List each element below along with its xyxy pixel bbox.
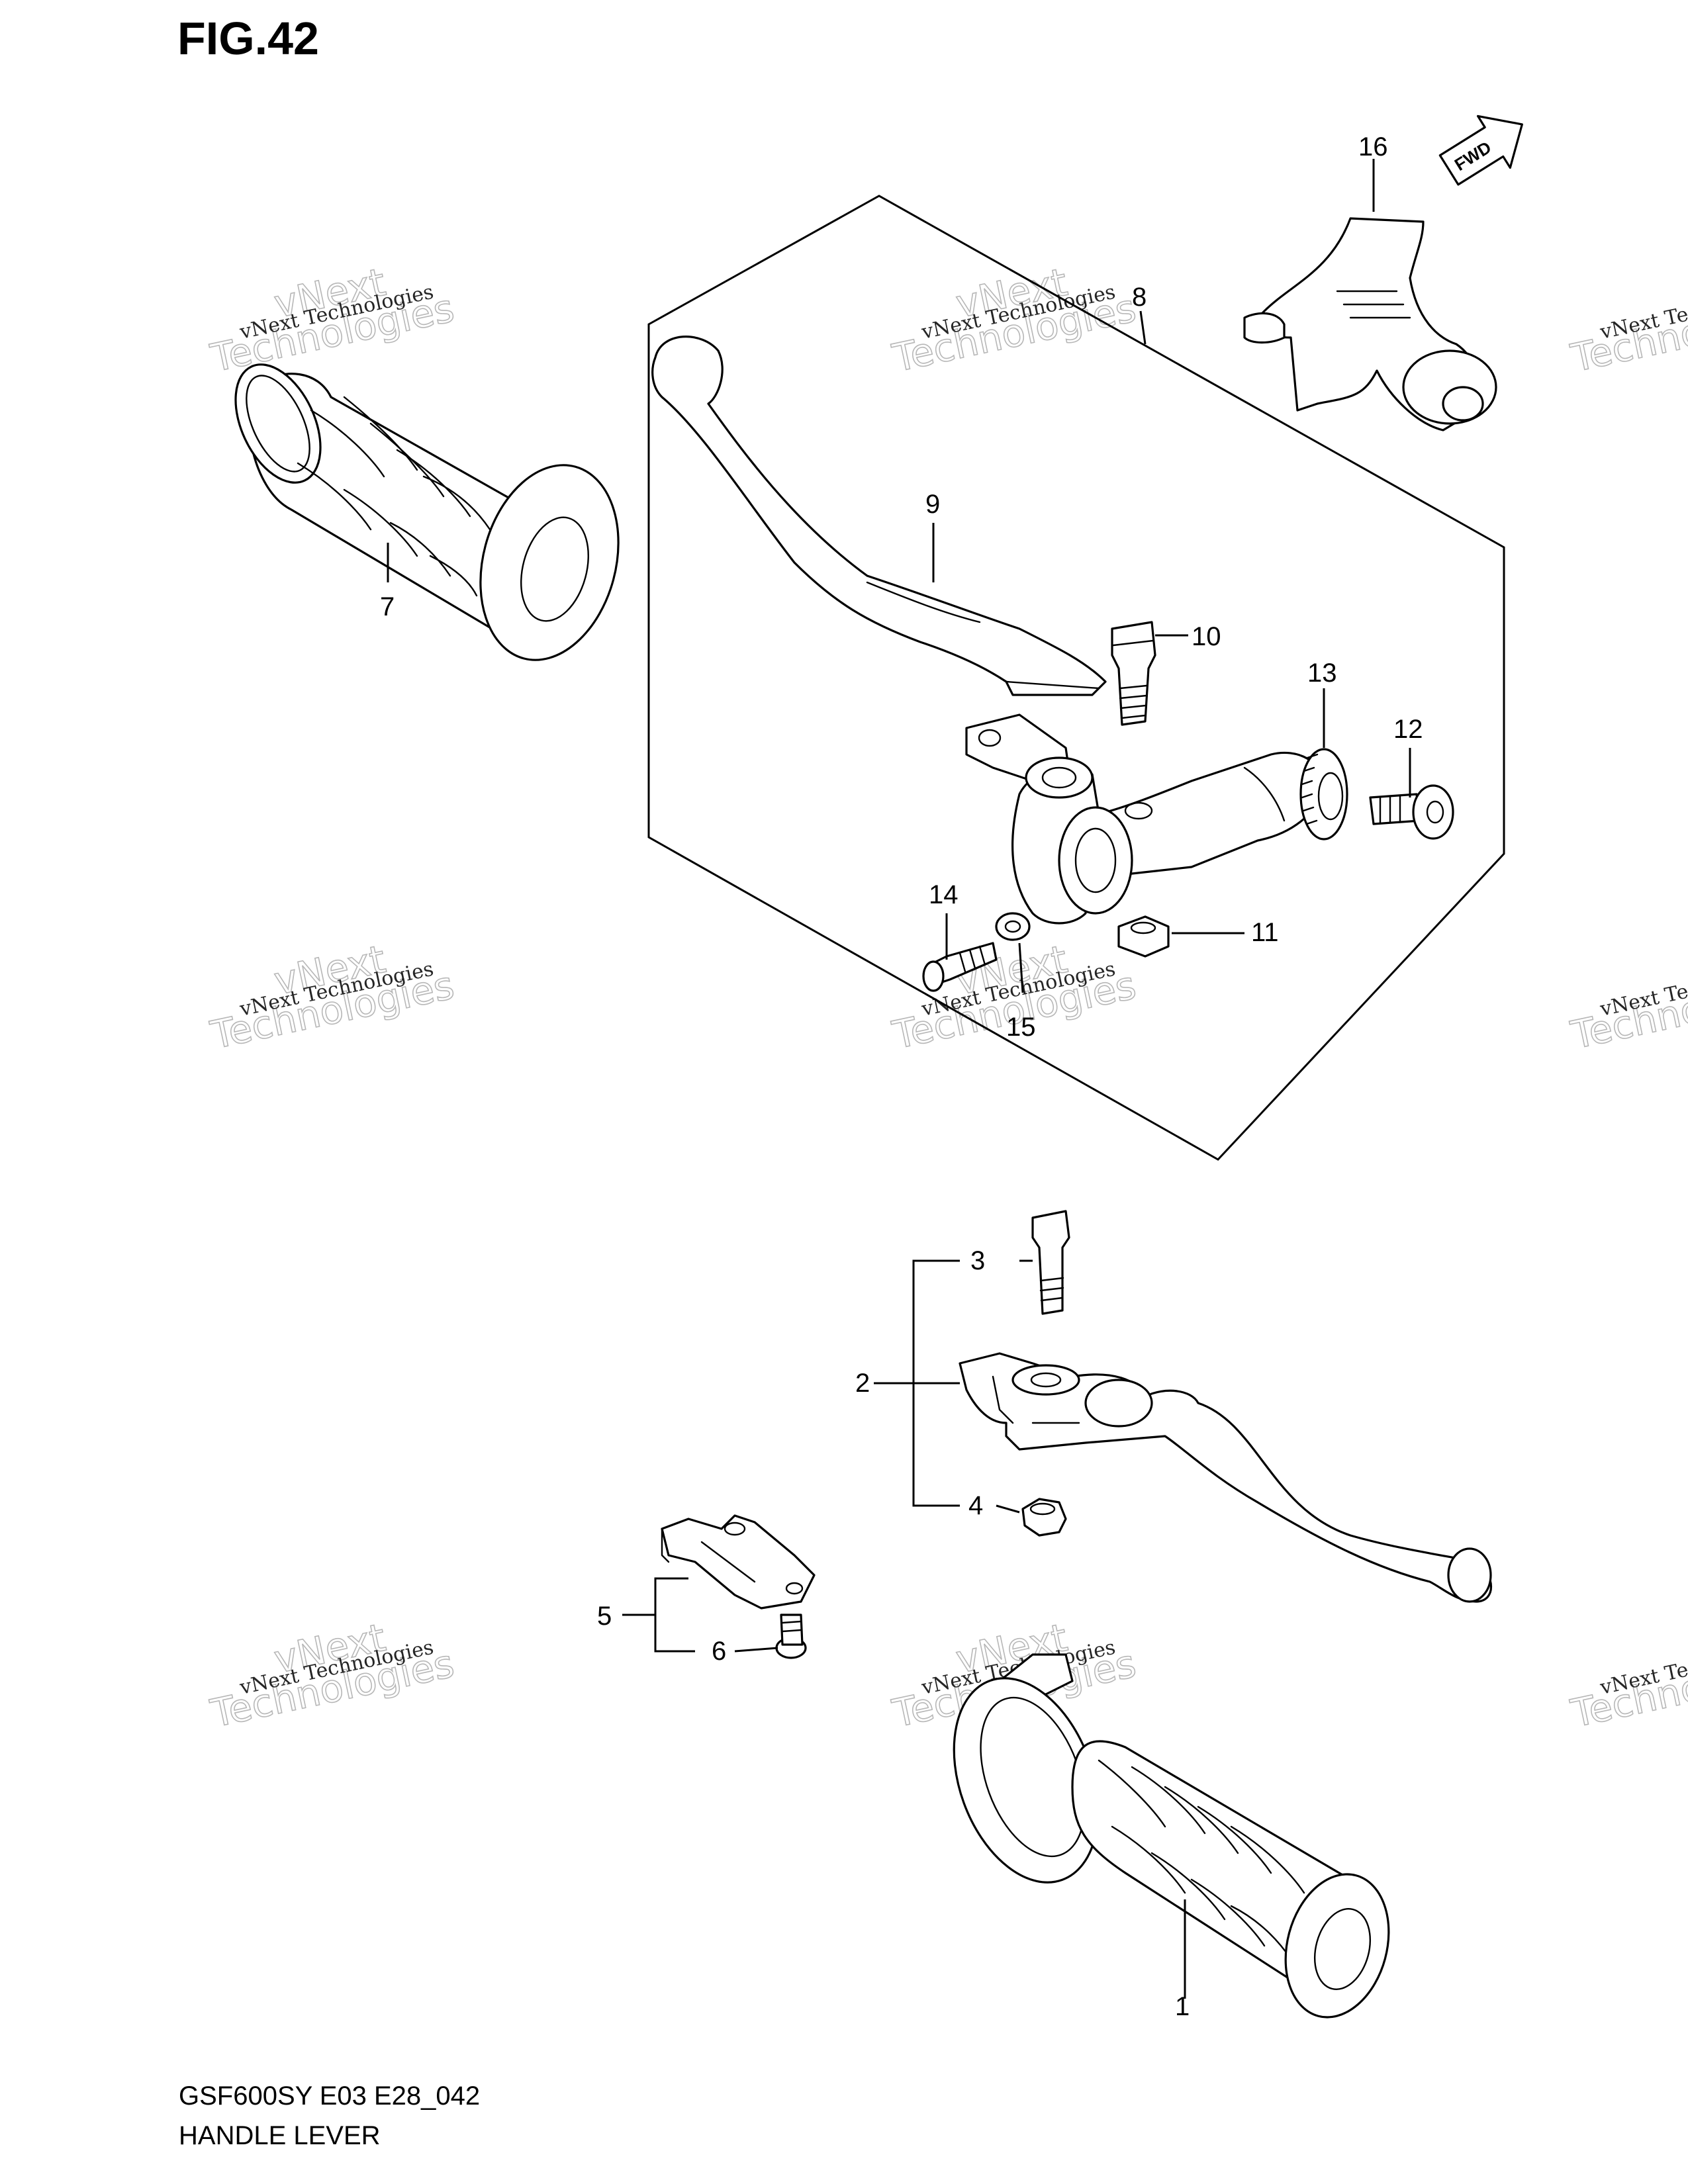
callout-9: 9 bbox=[925, 490, 940, 519]
watermark: Technologies vNext vNext Technologies bbox=[206, 936, 458, 1058]
watermark: Technologies vNext vNext Technologies bbox=[206, 259, 458, 381]
callout-6: 6 bbox=[712, 1637, 726, 1666]
screw-12 bbox=[1369, 784, 1454, 840]
assembly-8-outline bbox=[647, 195, 1505, 1161]
callout-15: 15 bbox=[1006, 1013, 1036, 1042]
switch-5 bbox=[661, 1514, 816, 1610]
nut-11 bbox=[1117, 915, 1170, 958]
callout-14: 14 bbox=[929, 880, 959, 909]
clutch-lever bbox=[651, 336, 1107, 696]
nut-4 bbox=[1021, 1498, 1067, 1537]
fwd-arrow-icon: FWD bbox=[1438, 114, 1523, 186]
right-grip-throttle bbox=[953, 1653, 1390, 2019]
watermark: Technologies vNext Technologies bbox=[1566, 958, 1688, 1059]
callout-12: 12 bbox=[1393, 715, 1423, 744]
bolt-3 bbox=[1031, 1210, 1070, 1315]
callout-13: 13 bbox=[1307, 659, 1337, 688]
adjuster-13 bbox=[1299, 748, 1348, 841]
leader-lines bbox=[387, 159, 1411, 1999]
watermark: Technologies vNext Technologies bbox=[1566, 281, 1688, 382]
watermark: Technologies vNext vNext Technologies bbox=[206, 1614, 458, 1737]
washer-15 bbox=[995, 912, 1031, 941]
callout-1: 1 bbox=[1175, 1992, 1190, 2021]
model-code: GSF600SY E03 E28_042 bbox=[179, 2081, 480, 2111]
lever-holder bbox=[965, 713, 1325, 925]
callout-11: 11 bbox=[1251, 918, 1279, 947]
callout-4: 4 bbox=[968, 1491, 983, 1520]
callout-16: 16 bbox=[1358, 132, 1388, 161]
section-name: HANDLE LEVER bbox=[179, 2121, 381, 2150]
brake-lever-2 bbox=[959, 1352, 1492, 1603]
watermark: Technologies vNext Technologies bbox=[1566, 1636, 1688, 1737]
callout-7: 7 bbox=[380, 592, 395, 621]
callout-labels: 1 2 3 4 5 6 7 8 9 10 11 12 13 14 15 16 bbox=[380, 132, 1423, 2021]
callout-10: 10 bbox=[1192, 622, 1221, 651]
callout-3: 3 bbox=[970, 1246, 985, 1275]
switch-housing-16 bbox=[1243, 217, 1497, 432]
figure-title: FIG.42 bbox=[177, 13, 319, 64]
screw-6 bbox=[775, 1614, 807, 1659]
left-grip bbox=[234, 363, 620, 661]
watermark: Technologies vNext vNext Technologies bbox=[888, 259, 1140, 381]
callout-5: 5 bbox=[597, 1602, 612, 1631]
callout-2: 2 bbox=[855, 1369, 870, 1398]
callout-8: 8 bbox=[1132, 283, 1147, 312]
bolt-10 bbox=[1111, 621, 1156, 726]
